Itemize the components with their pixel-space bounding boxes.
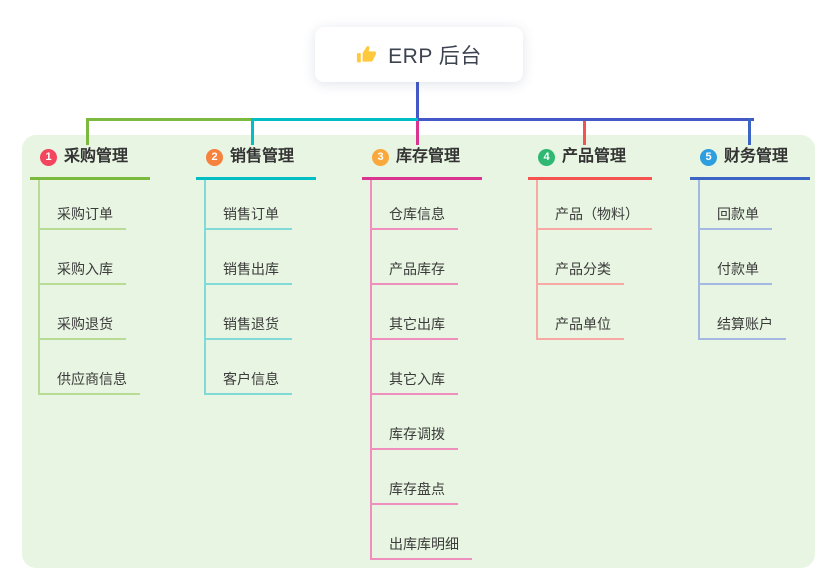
branch-drop-line (86, 118, 89, 145)
child-label: 产品（物料） (538, 207, 652, 230)
branch-rail-segment (253, 118, 421, 121)
child-node[interactable]: 销售出库 (206, 230, 316, 285)
branch-label: 财务管理 (724, 148, 789, 165)
branch-drop-line (748, 118, 751, 145)
child-node[interactable]: 库存调拨 (372, 395, 482, 450)
child-label: 库存调拨 (372, 427, 458, 450)
branch-drop-line (251, 118, 254, 145)
child-node[interactable]: 产品单位 (538, 285, 652, 340)
branch: 4 产品管理 产品（物料） 产品分类产品单位 (528, 142, 652, 340)
branch-label: 产品管理 (562, 148, 627, 165)
branch-rail-segment (418, 118, 754, 121)
child-label: 回款单 (700, 207, 772, 230)
branch-drop-line (583, 121, 586, 145)
thumbs-up-icon (356, 44, 378, 66)
branch-number-badge: 2 (206, 148, 223, 166)
child-label: 客户信息 (206, 372, 292, 395)
branch-children: 采购订单采购入库采购退货供应商信息 (38, 180, 150, 395)
branch-number-badge: 4 (538, 148, 555, 166)
branch-label: 销售管理 (230, 148, 295, 165)
child-node[interactable]: 客户信息 (206, 340, 316, 395)
child-node[interactable]: 销售订单 (206, 180, 316, 230)
child-node[interactable]: 其它出库 (372, 285, 482, 340)
branch-node[interactable]: 2 销售管理 (196, 142, 316, 180)
child-label: 产品库存 (372, 262, 458, 285)
child-node[interactable]: 采购入库 (40, 230, 150, 285)
child-node[interactable]: 其它入库 (372, 340, 482, 395)
branch: 5 财务管理 回款单付款单结算账户 (690, 142, 810, 340)
branch-number-badge: 3 (372, 148, 389, 166)
child-label: 销售出库 (206, 262, 292, 285)
mindmap-panel (22, 135, 815, 568)
branch-label: 采购管理 (64, 148, 129, 165)
branch-node[interactable]: 4 产品管理 (528, 142, 652, 180)
child-node[interactable]: 结算账户 (700, 285, 810, 340)
child-label: 采购入库 (40, 262, 126, 285)
child-node[interactable]: 供应商信息 (40, 340, 150, 395)
branch-children: 仓库信息产品库存其它出库其它入库库存调拨库存盘点出库库明细 (370, 180, 482, 560)
branch-node[interactable]: 3 库存管理 (362, 142, 482, 180)
child-label: 库存盘点 (372, 482, 458, 505)
child-label: 其它入库 (372, 372, 458, 395)
child-label: 结算账户 (700, 317, 786, 340)
branch-label: 库存管理 (396, 148, 461, 165)
child-label: 产品分类 (538, 262, 624, 285)
branch-children: 产品（物料） 产品分类产品单位 (536, 180, 652, 340)
child-node[interactable]: 销售退货 (206, 285, 316, 340)
child-label: 采购订单 (40, 207, 126, 230)
branch-node[interactable]: 1 采购管理 (30, 142, 150, 180)
child-node[interactable]: 产品库存 (372, 230, 482, 285)
branch-node[interactable]: 5 财务管理 (690, 142, 810, 180)
child-label: 供应商信息 (40, 372, 140, 395)
child-label: 付款单 (700, 262, 772, 285)
branch-number-badge: 1 (40, 148, 57, 166)
root-connector-line (416, 82, 419, 121)
branch-children: 回款单付款单结算账户 (698, 180, 810, 340)
child-label: 销售退货 (206, 317, 292, 340)
child-node[interactable]: 库存盘点 (372, 450, 482, 505)
branch: 1 采购管理 采购订单采购入库采购退货供应商信息 (30, 142, 150, 395)
child-label: 仓库信息 (372, 207, 458, 230)
root-node[interactable]: ERP 后台 (315, 27, 523, 82)
child-node[interactable]: 产品（物料） (538, 180, 652, 230)
branch: 2 销售管理 销售订单销售出库销售退货客户信息 (196, 142, 316, 395)
branch-number-badge: 5 (700, 148, 717, 166)
branch-children: 销售订单销售出库销售退货客户信息 (204, 180, 316, 395)
child-node[interactable]: 采购退货 (40, 285, 150, 340)
branch-rail-segment (86, 118, 256, 121)
child-label: 出库库明细 (372, 537, 472, 560)
child-node[interactable]: 出库库明细 (372, 505, 482, 560)
child-node[interactable]: 仓库信息 (372, 180, 482, 230)
child-node[interactable]: 付款单 (700, 230, 810, 285)
child-label: 产品单位 (538, 317, 624, 340)
child-label: 采购退货 (40, 317, 126, 340)
child-node[interactable]: 产品分类 (538, 230, 652, 285)
branch: 3 库存管理 仓库信息产品库存其它出库其它入库库存调拨库存盘点出库库明细 (362, 142, 482, 560)
branch-drop-line (416, 121, 419, 145)
child-label: 其它出库 (372, 317, 458, 340)
root-label: ERP 后台 (388, 44, 482, 68)
child-label: 销售订单 (206, 207, 292, 230)
child-node[interactable]: 采购订单 (40, 180, 150, 230)
child-node[interactable]: 回款单 (700, 180, 810, 230)
